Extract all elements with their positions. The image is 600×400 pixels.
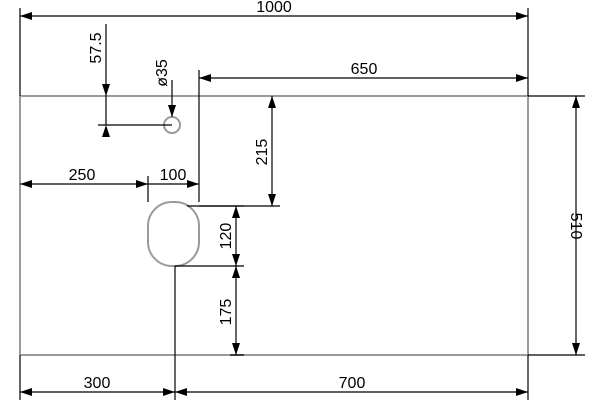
- arrow-215-bottom: [268, 194, 276, 206]
- dim-215-label: 215: [254, 139, 271, 166]
- dim-250-label: 250: [69, 167, 96, 184]
- arrow-1000-left: [20, 12, 32, 20]
- sink-cutout: [147, 201, 200, 267]
- dim-1000-label: 1000: [256, 0, 292, 16]
- arrow-300-left: [20, 388, 32, 396]
- arrow-300-right: [163, 388, 175, 396]
- arrow-250-right: [136, 180, 148, 188]
- arrow-700-left: [175, 388, 187, 396]
- arrow-100-right: [187, 180, 199, 188]
- dim-120-label: 120: [218, 223, 235, 250]
- arrow-120-bottom: [232, 254, 240, 266]
- arrow-57-5-top: [102, 125, 110, 137]
- arrow-120-top: [232, 206, 240, 218]
- arrow-700-right: [516, 388, 528, 396]
- dim-300-label: 300: [84, 375, 111, 392]
- dim-100-label: 100: [160, 167, 187, 184]
- dim-700-label: 700: [339, 375, 366, 392]
- arrow-175-top: [232, 266, 240, 278]
- arrow-175-bottom: [232, 343, 240, 355]
- arrow-510-bottom: [572, 343, 580, 355]
- arrow-650-right: [516, 74, 528, 82]
- arrow-57-5-bottom: [102, 84, 110, 96]
- dim-650-label: 650: [351, 61, 378, 78]
- dimension-lines: [19, 8, 585, 400]
- arrow-250-left: [20, 180, 32, 188]
- arrow-650-left: [199, 74, 211, 82]
- arrow-510-top: [572, 96, 580, 108]
- dimension-texts: 1000 650 57.5 ø35 215 250 100 120 175 51…: [69, 0, 584, 392]
- arrow-1000-right: [516, 12, 528, 20]
- dim-510-label: 510: [567, 213, 584, 240]
- dim-57-5-label: 57.5: [88, 32, 105, 63]
- arrow-215-top: [268, 96, 276, 108]
- dim-175-label: 175: [218, 299, 235, 326]
- dim-35-label: ø35: [154, 59, 171, 87]
- arrow-35: [168, 105, 176, 117]
- arrowheads: [20, 12, 580, 396]
- part-outline: [19, 95, 529, 356]
